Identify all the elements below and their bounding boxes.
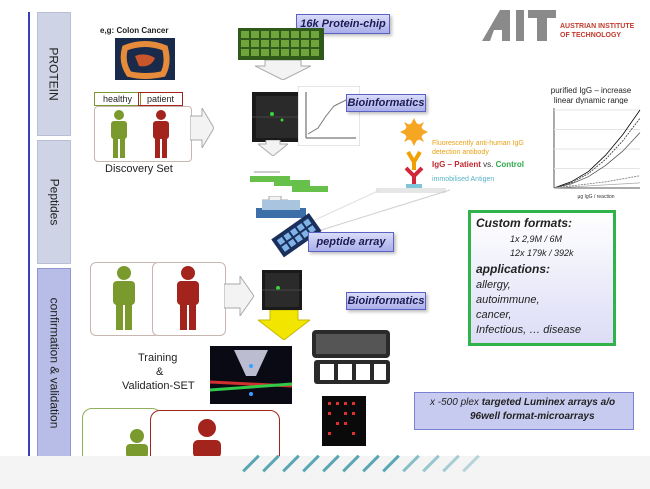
versus: vs. bbox=[480, 160, 496, 169]
antibody-line1: Fluorescently anti-human IgG bbox=[432, 140, 524, 147]
flow-cell-image bbox=[256, 200, 306, 218]
timeline-arrow bbox=[23, 12, 35, 478]
ait-logo: AUSTRIAN INSTITUTE OF TECHNOLOGY bbox=[478, 8, 648, 42]
patient-person-icon-3 bbox=[193, 419, 221, 458]
luminex-line1: x -500 plex targeted Luminex arrays a/o bbox=[430, 397, 615, 408]
training-line2: & bbox=[156, 366, 164, 378]
scan-image-2 bbox=[262, 270, 302, 310]
peptide-array-label: peptide array bbox=[308, 232, 394, 252]
igg-patient: IgG – Patient bbox=[432, 160, 481, 169]
colon-caption: e,g: Colon Cancer bbox=[100, 26, 169, 35]
training-line3: Validation-SET bbox=[122, 380, 195, 392]
microarray-scan-image bbox=[322, 396, 366, 446]
discovery-caption: Discovery Set bbox=[105, 163, 173, 175]
down-arrow-1 bbox=[255, 60, 311, 80]
control: Control bbox=[495, 160, 525, 169]
colon-image bbox=[115, 38, 175, 80]
stage-peptides: Peptides bbox=[37, 140, 71, 264]
confirmation-arrow bbox=[224, 276, 254, 316]
chart-series-line bbox=[553, 175, 641, 189]
healthy-label: healthy bbox=[94, 92, 142, 106]
format-2: 12x 179k / 392k bbox=[510, 248, 574, 258]
custom-formats-box bbox=[468, 210, 616, 346]
luminex-line2: 96well format-microarrays bbox=[470, 411, 595, 422]
antigen-surface bbox=[376, 188, 446, 193]
application-4: Infectious, … disease bbox=[476, 324, 582, 336]
application-1: allergy, bbox=[476, 279, 511, 291]
ait-logo-mark bbox=[482, 10, 556, 41]
chart-title: purified IgG – increase linear dynamic r… bbox=[550, 86, 632, 105]
microplate-1 bbox=[312, 330, 390, 358]
bottom-strip bbox=[0, 456, 650, 489]
patient-person-icon-2 bbox=[177, 266, 199, 330]
zoom-lines bbox=[301, 189, 451, 237]
igg-patient-control: IgG – Patient vs. Control bbox=[432, 160, 524, 169]
antibody-icon bbox=[400, 118, 428, 190]
bioinformatics-label-1: Bioinformatics bbox=[346, 94, 426, 112]
healthy-person-icon bbox=[111, 110, 127, 158]
applications-title: applications: bbox=[476, 262, 551, 276]
luminex-image bbox=[210, 346, 292, 404]
chart-series-line bbox=[553, 109, 641, 189]
down-arrow-2 bbox=[258, 140, 288, 156]
luminex-box bbox=[414, 392, 634, 430]
chart-series-line bbox=[553, 182, 641, 189]
stage-peptides-label: Peptides bbox=[47, 178, 62, 226]
chart-series-line bbox=[553, 132, 641, 189]
stage-protein: PROTEIN bbox=[37, 12, 71, 136]
bioinformatics-label-2: Bioinformatics bbox=[346, 292, 426, 310]
discovery-arrow bbox=[190, 108, 214, 148]
microplate-2 bbox=[314, 360, 390, 384]
stage-protein-label: PROTEIN bbox=[47, 47, 61, 101]
application-3: cancer, bbox=[476, 309, 512, 321]
application-2: autoimmune, bbox=[476, 294, 540, 306]
custom-formats-title: Custom formats: bbox=[476, 216, 573, 230]
training-line1: Training bbox=[138, 352, 178, 364]
patient-label: patient bbox=[138, 92, 184, 106]
healthy-person-icon-2 bbox=[113, 266, 135, 330]
format-1: 1x 2,9M / 6M bbox=[510, 234, 563, 244]
peptide-bars bbox=[250, 171, 328, 192]
protein-chip-image bbox=[238, 28, 324, 60]
antibody-line2: detection antibody bbox=[432, 149, 489, 156]
stage-confirmation-label: confirmation & validation bbox=[47, 297, 62, 429]
yellow-arrow bbox=[258, 310, 310, 340]
stage-confirmation: confirmation & validation bbox=[37, 268, 71, 458]
healthy-person-icon-3 bbox=[126, 429, 148, 458]
luminex-plex: x -500 plex bbox=[430, 397, 482, 408]
chart-series-line bbox=[553, 117, 641, 189]
scan-image-1 bbox=[252, 92, 302, 142]
antigen-label: immobilised Antigen bbox=[432, 176, 495, 183]
chart-xlabel: µg IgG / reaction bbox=[577, 194, 614, 200]
igg-chart: µg IgG / reaction bbox=[538, 104, 646, 200]
peptide-array-image bbox=[271, 212, 322, 258]
logo-line2: OF TECHNOLOGY bbox=[560, 32, 622, 39]
patient-person-icon bbox=[153, 110, 169, 158]
logo-line1: AUSTRIAN INSTITUTE bbox=[560, 23, 635, 30]
luminex-targeted: targeted Luminex arrays a/o bbox=[481, 397, 616, 408]
